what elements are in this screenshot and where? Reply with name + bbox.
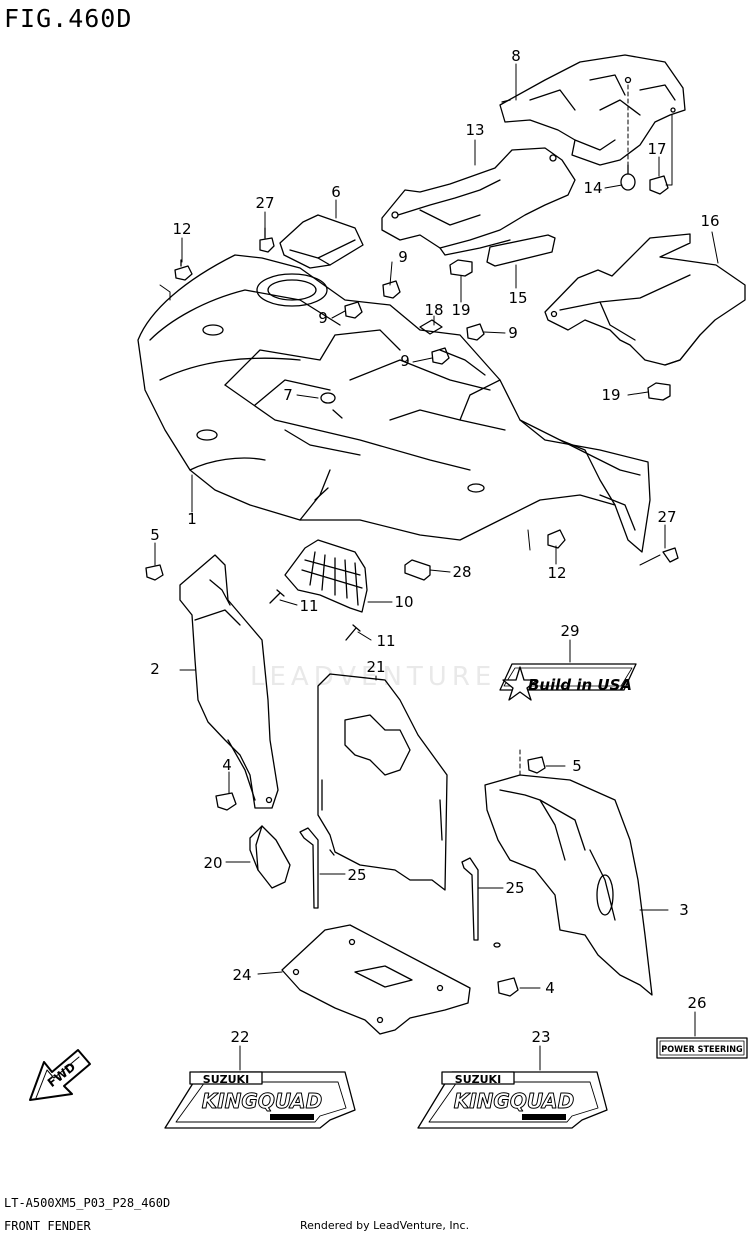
fastener-9a[interactable] [344,301,363,319]
decal-26-power-steering[interactable]: POWER STEERING [656,1037,748,1059]
callout-4b[interactable]: 4 [545,979,555,997]
screw-11b[interactable] [345,624,361,641]
callout-11b[interactable]: 11 [376,632,395,650]
callout-9d[interactable]: 9 [400,352,410,370]
callout-19a[interactable]: 19 [451,301,470,319]
callout-6[interactable]: 6 [331,183,341,201]
part-19a-pad[interactable] [449,259,473,277]
callout-22[interactable]: 22 [230,1028,249,1046]
callout-12a[interactable]: 12 [172,220,191,238]
kingquad-text-left: KINGQUAD [202,1089,323,1113]
callout-4a[interactable]: 4 [222,756,232,774]
section-name: FRONT FENDER [4,1219,91,1233]
part-18-pad[interactable] [419,319,443,335]
callout-1[interactable]: 1 [187,510,197,528]
callout-18[interactable]: 18 [424,301,443,319]
decal-22-kingquad-left[interactable]: SUZUKI KINGQUAD [164,1071,356,1129]
fastener-5a[interactable] [145,564,164,581]
suzuki-text-left: SUZUKI [203,1073,249,1086]
callout-9c[interactable]: 9 [508,324,518,342]
callout-27b[interactable]: 27 [255,194,274,212]
decal-29-build-in-usa[interactable]: Build in USA [499,663,637,701]
callout-15[interactable]: 15 [508,289,527,307]
decal-23-kingquad-right[interactable]: SUZUKI KINGQUAD [417,1071,608,1129]
fwd-arrow: FWD [29,1049,91,1101]
callout-8[interactable]: 8 [511,47,521,65]
callout-3[interactable]: 3 [679,901,689,919]
part-25b-cable-tie[interactable] [461,857,479,941]
fastener-12a[interactable] [174,259,193,281]
callout-17[interactable]: 17 [647,140,666,158]
callout-2[interactable]: 2 [150,660,160,678]
part-20-clip-bracket[interactable] [249,825,291,889]
part-10-grille[interactable] [284,539,368,613]
part-16-side-panel[interactable] [544,233,746,366]
callout-19b[interactable]: 19 [601,386,620,404]
callout-26[interactable]: 26 [687,994,706,1012]
leader-lines [154,63,719,1071]
callout-12b[interactable]: 12 [547,564,566,582]
fastener-5b[interactable] [527,756,546,774]
fastener-27a[interactable] [259,227,275,253]
callout-11a[interactable]: 11 [299,597,318,615]
part-28-pad[interactable] [404,559,431,581]
fastener-9b[interactable] [382,280,401,299]
callout-13[interactable]: 13 [465,121,484,139]
part-24-skid-plate[interactable] [281,924,471,1035]
part-21-center-panel[interactable] [317,673,448,891]
callout-5a[interactable]: 5 [150,526,160,544]
callout-27a[interactable]: 27 [657,508,676,526]
suzuki-text-right: SUZUKI [455,1073,501,1086]
figure-title: FIG.460D [4,4,133,33]
callout-25b[interactable]: 25 [505,879,524,897]
callout-14[interactable]: 14 [583,179,602,197]
callout-29[interactable]: 29 [560,622,579,640]
rendered-by-credit: Rendered by LeadVenture, Inc. [300,1219,470,1232]
callout-9a[interactable]: 9 [318,309,328,327]
fastener-17[interactable] [649,175,669,195]
part-2-inner-panel-left[interactable] [179,554,279,809]
part-25a-cable-tie[interactable] [299,827,319,909]
callout-16[interactable]: 16 [700,212,719,230]
part-3-inner-panel-right[interactable] [484,774,653,996]
power-steering-text: POWER STEERING [661,1045,743,1055]
fastener-4b[interactable] [497,977,519,997]
model-code: LT-A500XM5_P03_P28_460D [4,1196,171,1210]
part-15-pad[interactable] [486,234,556,267]
build-in-usa-text: Build in USA [528,676,632,694]
fastener-7[interactable] [320,392,343,419]
part-1-front-fender[interactable] [137,254,651,553]
callout-24[interactable]: 24 [232,966,251,984]
callout-10[interactable]: 10 [394,593,413,611]
part-13-bracket[interactable] [381,147,576,256]
callout-23[interactable]: 23 [531,1028,550,1046]
callout-25a[interactable]: 25 [347,866,366,884]
screw-11a[interactable] [269,589,285,604]
callout-28[interactable]: 28 [452,563,471,581]
callout-21[interactable]: 21 [366,658,385,676]
callout-9b[interactable]: 9 [398,248,408,266]
fastener-4a[interactable] [215,792,237,811]
callout-20[interactable]: 20 [203,854,222,872]
callout-7[interactable]: 7 [283,386,293,404]
part-6-lid[interactable] [279,214,364,269]
fastener-9c[interactable] [466,323,485,341]
part-19b-pad[interactable] [647,382,671,401]
callout-labels: 1 2 3 4 4 5 5 6 7 8 9 9 9 9 10 11 11 12 … [150,47,719,1046]
fastener-27b[interactable] [662,547,679,563]
part-8-rack-cover[interactable] [499,54,686,166]
callout-5b[interactable]: 5 [572,757,582,775]
kingquad-text-right: KINGQUAD [454,1089,575,1113]
watermark: LEADVENTURE [250,662,497,692]
fastener-12b[interactable] [547,529,566,549]
fastener-9d[interactable] [431,347,450,365]
